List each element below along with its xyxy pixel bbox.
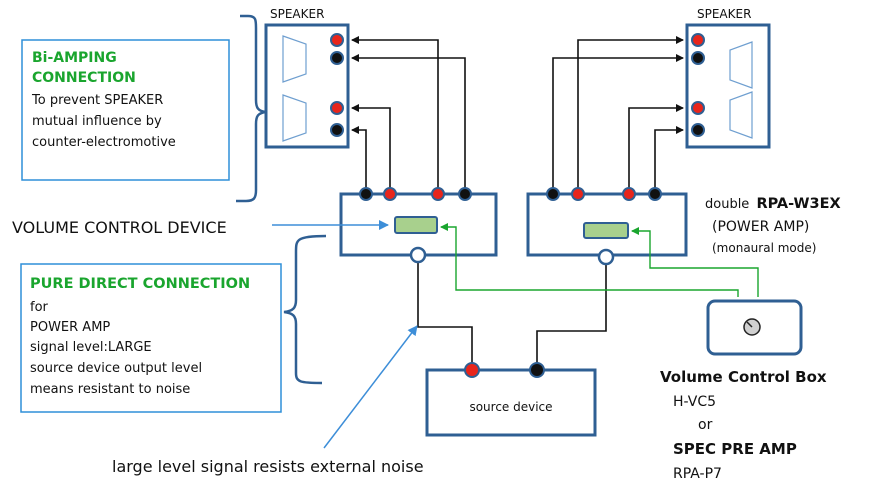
left-speaker-woofer-icon bbox=[282, 94, 307, 142]
volume-box-model: H-VC5 bbox=[673, 394, 716, 410]
right-speaker-tweeter-icon bbox=[729, 41, 753, 89]
biamp-callout-box bbox=[21, 39, 230, 181]
pure-direct-title: PURE DIRECT CONNECTION bbox=[30, 276, 250, 292]
biamp-text-line3: counter-electromotive bbox=[32, 135, 176, 150]
biamp-text-line2: mutual influence by bbox=[32, 114, 162, 129]
left-speaker-tweeter-icon bbox=[282, 35, 307, 83]
source-device-box bbox=[425, 368, 597, 437]
volume-box-title: Volume Control Box bbox=[660, 368, 827, 386]
right-amp-volume-control bbox=[583, 222, 629, 239]
amp-title: double RPA-W3EX bbox=[705, 196, 841, 212]
pure-direct-line2: POWER AMP bbox=[30, 320, 110, 335]
pure-direct-bracket bbox=[283, 234, 327, 385]
left-speaker-label: SPEAKER bbox=[270, 7, 324, 21]
pure-direct-line4: source device output level bbox=[30, 361, 202, 376]
volume-control-device-label: VOLUME CONTROL DEVICE bbox=[12, 218, 227, 237]
pure-direct-line1: for bbox=[30, 300, 49, 315]
control-wires bbox=[440, 223, 759, 297]
pure-direct-callout-box bbox=[20, 263, 282, 413]
biamp-title-line1: Bi-AMPING bbox=[32, 50, 117, 66]
amp-prefix: double bbox=[705, 197, 749, 212]
biamp-bracket bbox=[236, 14, 267, 203]
left-amp-volume-control bbox=[394, 216, 438, 234]
amp-mode: (monaural mode) bbox=[712, 241, 816, 255]
biamp-title-line2: CONNECTION bbox=[32, 70, 136, 86]
pre-amp-title: SPEC PRE AMP bbox=[673, 440, 797, 458]
amp-model: RPA-W3EX bbox=[756, 196, 840, 212]
source-device-label: source device bbox=[469, 400, 552, 414]
pre-amp-model: RPA-P7 bbox=[673, 466, 722, 482]
speaker-wires bbox=[351, 36, 684, 364]
amp-type: (POWER AMP) bbox=[712, 219, 809, 235]
biamp-text-line1: To prevent SPEAKER bbox=[31, 93, 163, 108]
pure-direct-line5: means resistant to noise bbox=[30, 382, 190, 397]
noise-caption: large level signal resists external nois… bbox=[112, 457, 424, 476]
right-speaker-label: SPEAKER bbox=[697, 7, 751, 21]
terminals bbox=[330, 33, 705, 378]
right-speaker-woofer-icon bbox=[729, 91, 753, 139]
pure-direct-line3: signal level:LARGE bbox=[30, 340, 152, 355]
noise-caption-arrow bbox=[323, 325, 418, 449]
volume-box-or: or bbox=[698, 417, 713, 433]
